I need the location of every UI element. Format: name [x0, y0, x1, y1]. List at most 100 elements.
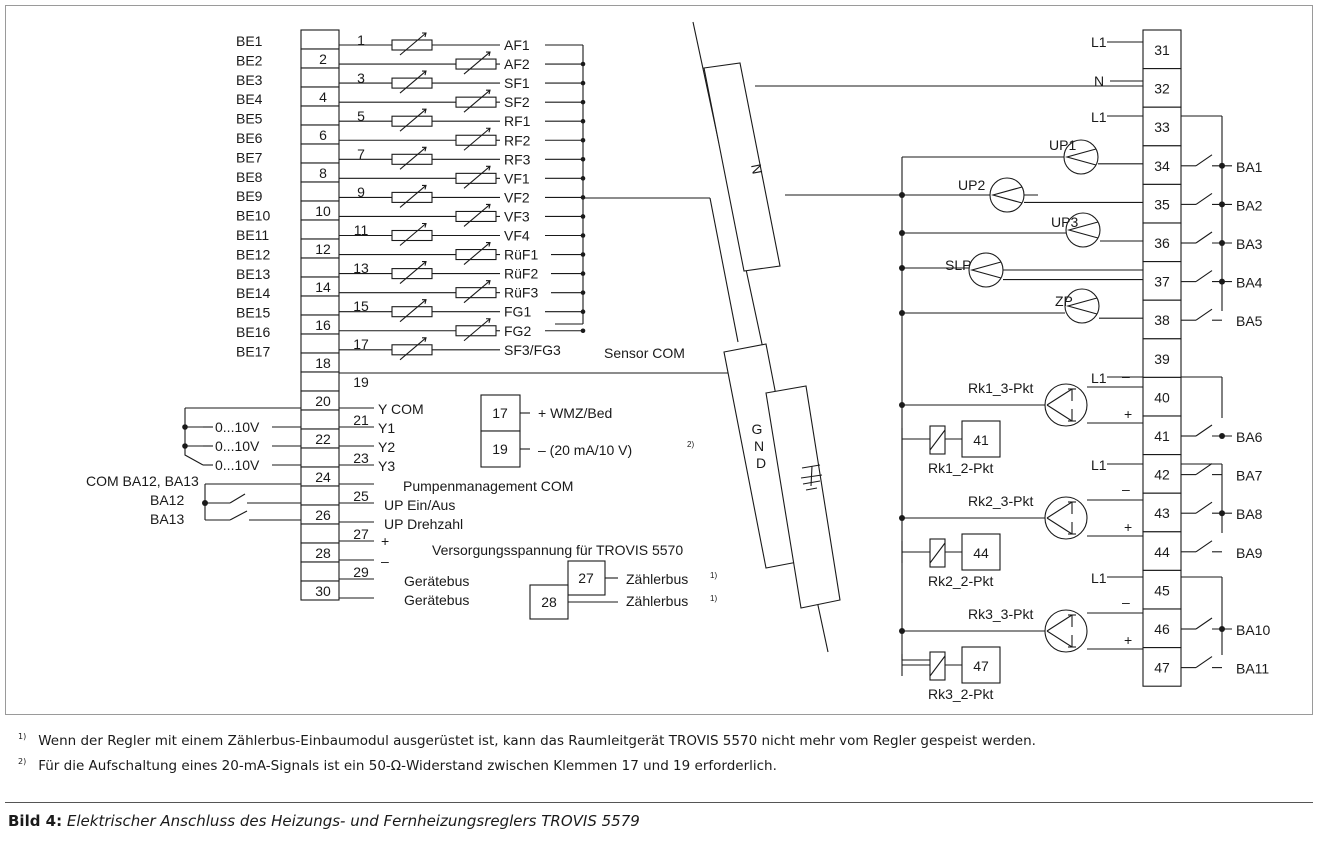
output-label-ba6: BA6 — [1236, 429, 1263, 445]
footnote-1-text: Wenn der Regler mit einem Zählerbus-Einb… — [38, 733, 1036, 749]
diagram-frame — [5, 5, 1313, 715]
junction-dot — [580, 290, 586, 295]
sensor-label-3: SF1 — [504, 75, 530, 91]
arrowhead — [422, 337, 427, 342]
terminal-number: 12 — [315, 241, 331, 257]
cb-27: 27 — [578, 570, 594, 586]
switch-ba13 — [229, 510, 248, 521]
cb-label-2: Zählerbus — [626, 593, 688, 609]
resistor-arrow — [463, 242, 491, 265]
supply-minus: – — [381, 553, 389, 569]
sensor-label-17: SF3/FG3 — [504, 342, 561, 358]
resistor-arrow — [399, 261, 427, 285]
arrowhead — [486, 242, 491, 247]
resistor-arrow — [463, 89, 491, 113]
junction-dot — [1219, 626, 1225, 632]
valve-motor-2 — [1044, 496, 1088, 540]
right-terminal-32 — [1142, 68, 1182, 108]
supply-label: Versorgungsspannung für TROVIS 5570 — [432, 542, 683, 558]
right-terminal-36 — [1142, 222, 1182, 263]
arrowhead — [486, 203, 491, 209]
ao-range-label: 0...10V — [215, 438, 260, 454]
valve-motor-1 — [1044, 383, 1088, 427]
pump-label-zp: ZP — [1055, 293, 1073, 309]
junction-dot — [580, 176, 586, 181]
relay-switch-ba2 — [1195, 192, 1213, 205]
wmz-footnote-ref: 2) — [687, 440, 694, 449]
terminal-17 — [300, 333, 340, 354]
ao-range-label: 0...10V — [215, 419, 260, 435]
output-label-ba9: BA9 — [1236, 545, 1263, 561]
right-terminal-44 — [1142, 531, 1182, 571]
supply-plus: + — [381, 533, 389, 549]
vf2-diagonal — [709, 197, 739, 343]
l1-label: L1 — [1091, 34, 1107, 50]
right-terminal-number: 46 — [1154, 621, 1170, 637]
junction-dot — [580, 61, 586, 67]
junction-dot — [1219, 162, 1225, 169]
sensor-label-10: VF3 — [504, 208, 530, 224]
right-terminal-42 — [1142, 454, 1182, 494]
pump-label-up2: UP2 — [958, 177, 985, 193]
pm-label-com: Pumpenmanagement COM — [403, 478, 573, 494]
arrowhead — [422, 299, 427, 304]
junction-dot — [580, 233, 586, 238]
valve-2pt-box-label: 44 — [973, 545, 989, 561]
valve-2pt-label-3: Rk3_2-Pkt — [928, 686, 993, 702]
arrowhead — [486, 127, 491, 133]
sensor-label-11: VF4 — [504, 228, 530, 244]
terminal-number: 16 — [315, 317, 331, 333]
terminal-number: 24 — [315, 469, 331, 485]
terminal-13 — [300, 257, 340, 278]
terminal-number: 19 — [353, 374, 369, 390]
ao-label-ycom: Y COM — [378, 401, 424, 417]
arrowhead — [422, 261, 427, 266]
output-label-ba5: BA5 — [1236, 313, 1263, 329]
footnote-2: 2)Für die Aufschaltung eines 20-mA-Signa… — [18, 757, 777, 774]
terminal-9 — [300, 181, 340, 202]
terminal-15 — [300, 295, 340, 316]
terminal-number: 8 — [319, 165, 327, 181]
pump-com-label: COM BA12, BA13 — [86, 473, 199, 489]
terminal-number: 23 — [353, 450, 369, 466]
input-label-be7: BE7 — [236, 149, 263, 165]
pump-symbol — [990, 186, 1023, 204]
ao-label-y1: Y1 — [378, 420, 395, 436]
arrowhead — [486, 89, 491, 95]
earth-line — [802, 480, 821, 485]
junction-dot — [1219, 201, 1225, 208]
right-terminal-35 — [1142, 183, 1182, 224]
right-terminal-number: 37 — [1154, 274, 1170, 290]
resistor-arrow — [399, 184, 427, 208]
terminal-number: 20 — [315, 393, 331, 409]
footnote-2-text: Für die Aufschaltung eines 20-mA-Signals… — [38, 758, 777, 774]
terminal-number: 17 — [353, 336, 369, 352]
input-label-be15: BE15 — [236, 305, 270, 321]
valve-2pt-label-2: Rk2_2-Pkt — [928, 573, 993, 589]
sensor-com-label: Sensor COM — [604, 345, 685, 361]
input-label-be4: BE4 — [236, 91, 263, 107]
right-terminal-number: 44 — [1154, 544, 1170, 560]
valve-2pt-box-1 — [961, 420, 1001, 458]
right-terminal-number: 45 — [1154, 582, 1170, 598]
valve-3pt-label-1: Rk1_3-Pkt — [968, 380, 1033, 396]
pump-label-up3: UP3 — [1051, 214, 1078, 230]
valve-2pt-label-1: Rk1_2-Pkt — [928, 460, 993, 476]
pump-label-up1: UP1 — [1049, 137, 1076, 153]
resistor-arrow — [463, 318, 491, 342]
terminal-number: 9 — [357, 184, 365, 200]
footnote-1-mark: 1) — [18, 732, 27, 741]
valve-arrows — [1046, 614, 1073, 648]
right-terminal-number: 32 — [1154, 81, 1170, 97]
sensor-label-8: VF1 — [504, 170, 530, 186]
right-terminal-number: 36 — [1154, 235, 1170, 251]
resistor-arrow — [463, 204, 491, 227]
sensor-label-9: VF2 — [504, 189, 530, 205]
right-terminal-47 — [1142, 647, 1182, 687]
sensor-label-13: RüF2 — [504, 266, 538, 282]
right-terminal-number: 34 — [1154, 158, 1170, 174]
relay-switch-ba11 — [1195, 656, 1213, 669]
valve-2pt-box-2 — [961, 533, 1001, 571]
earth-line — [801, 464, 821, 469]
sensor-label-14: RüF3 — [504, 285, 538, 301]
